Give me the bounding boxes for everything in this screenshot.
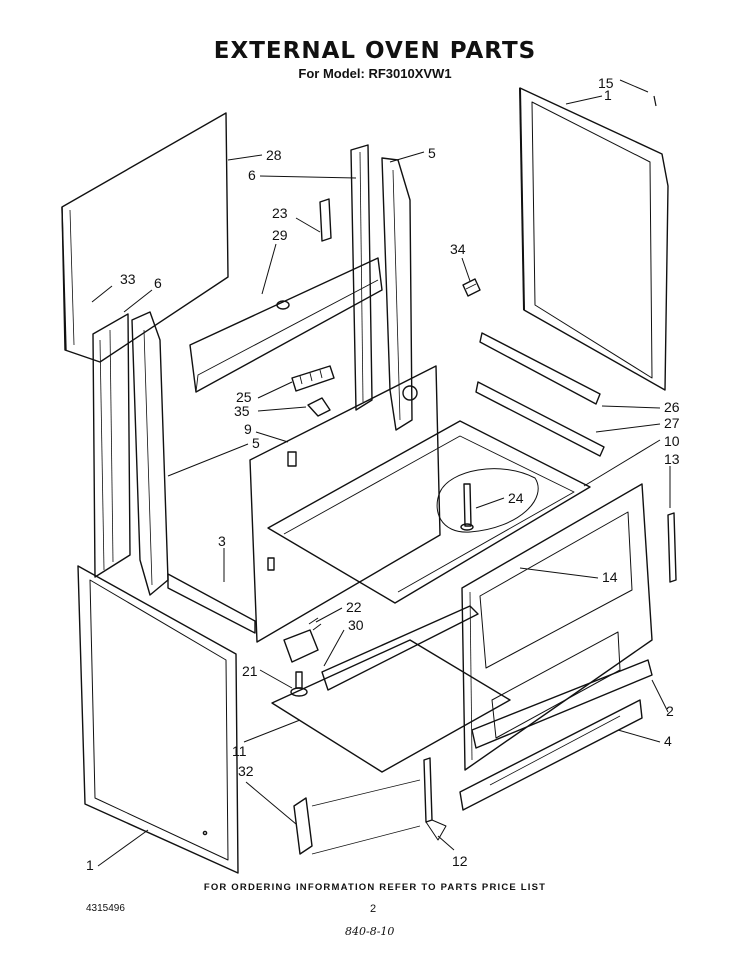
part-32-bracket: [293, 779, 421, 855]
part-28-rear-panel: [61, 112, 229, 363]
callout-34: 34: [450, 241, 466, 257]
handwritten-note: 840-8-10: [345, 925, 395, 938]
part-24-bolt: [460, 483, 474, 531]
part-22-screw: [308, 617, 322, 631]
callout-5-left: 5: [252, 435, 260, 451]
document-number: 4315496: [86, 903, 125, 914]
callout-labels: 15 1 28 6 5 23 29 34 33 6 25 35 26 9 27 …: [86, 75, 680, 873]
part-9-oven-liner: [249, 365, 441, 643]
part-5-left-rail: [131, 311, 169, 596]
page-number: 2: [370, 903, 377, 915]
callout-25: 25: [236, 389, 252, 405]
callout-1-bottom: 1: [86, 857, 94, 873]
part-2-bottom-trim: [471, 659, 653, 749]
part-10-oven-bottom: [267, 420, 591, 604]
callout-11: 11: [232, 743, 247, 759]
part-27-strip: [475, 381, 605, 457]
part-3-strip: [167, 573, 256, 634]
part-29-top-back-panel: [189, 257, 383, 393]
callout-1-top: 1: [604, 87, 612, 103]
part-11-bottom-panel: [271, 639, 511, 773]
callout-9: 9: [244, 421, 252, 437]
callout-21: 21: [242, 663, 258, 679]
part-34-grommet: [462, 278, 481, 297]
callout-23: 23: [272, 205, 288, 221]
callout-24: 24: [508, 490, 524, 506]
callout-14: 14: [602, 569, 618, 585]
part-30-support: [283, 605, 479, 691]
part-26-strip: [479, 332, 601, 405]
part-14-front-frame: [461, 483, 653, 771]
part-13-side-strip: [667, 512, 677, 583]
part-4-kick-plate: [459, 699, 643, 811]
callout-2: 2: [666, 703, 674, 719]
part-6-left-rail: [92, 313, 131, 578]
part-5-right-rail: [381, 157, 413, 431]
callout-4: 4: [664, 733, 672, 749]
ordering-note: FOR ORDERING INFORMATION REFER TO PARTS …: [203, 882, 547, 893]
page-title: EXTERNAL OVEN PARTS: [213, 38, 537, 64]
part-21-leveler: [290, 671, 308, 697]
part-35-clip: [307, 397, 331, 417]
callout-26: 26: [664, 399, 680, 415]
part-1-side-panel-bottom: [77, 565, 239, 874]
callout-3: 3: [218, 533, 226, 549]
part-1-frame-top: [519, 87, 669, 391]
part-23-bracket: [319, 198, 332, 242]
part-12-hinge: [423, 757, 447, 841]
callout-33: 33: [120, 271, 136, 287]
callout-27: 27: [664, 415, 680, 431]
callout-5-top: 5: [428, 145, 436, 161]
callout-22: 22: [346, 599, 362, 615]
callout-32: 32: [238, 763, 254, 779]
callout-35: 35: [234, 403, 250, 419]
leader-lines: [91, 79, 671, 867]
callout-30: 30: [348, 617, 364, 633]
callout-15: 15: [598, 75, 614, 91]
callout-10: 10: [664, 433, 680, 449]
part-6-right-rail: [350, 144, 373, 411]
callout-6-top: 6: [248, 167, 256, 183]
callout-6-left: 6: [154, 275, 162, 291]
callout-13: 13: [664, 451, 680, 467]
callout-28: 28: [266, 147, 282, 163]
part-15-screw: [653, 95, 657, 107]
callout-12: 12: [452, 853, 468, 869]
callout-29: 29: [272, 227, 288, 243]
model-subtitle: For Model: RF3010XVW1: [298, 66, 452, 81]
part-25-terminal-block: [291, 365, 335, 392]
